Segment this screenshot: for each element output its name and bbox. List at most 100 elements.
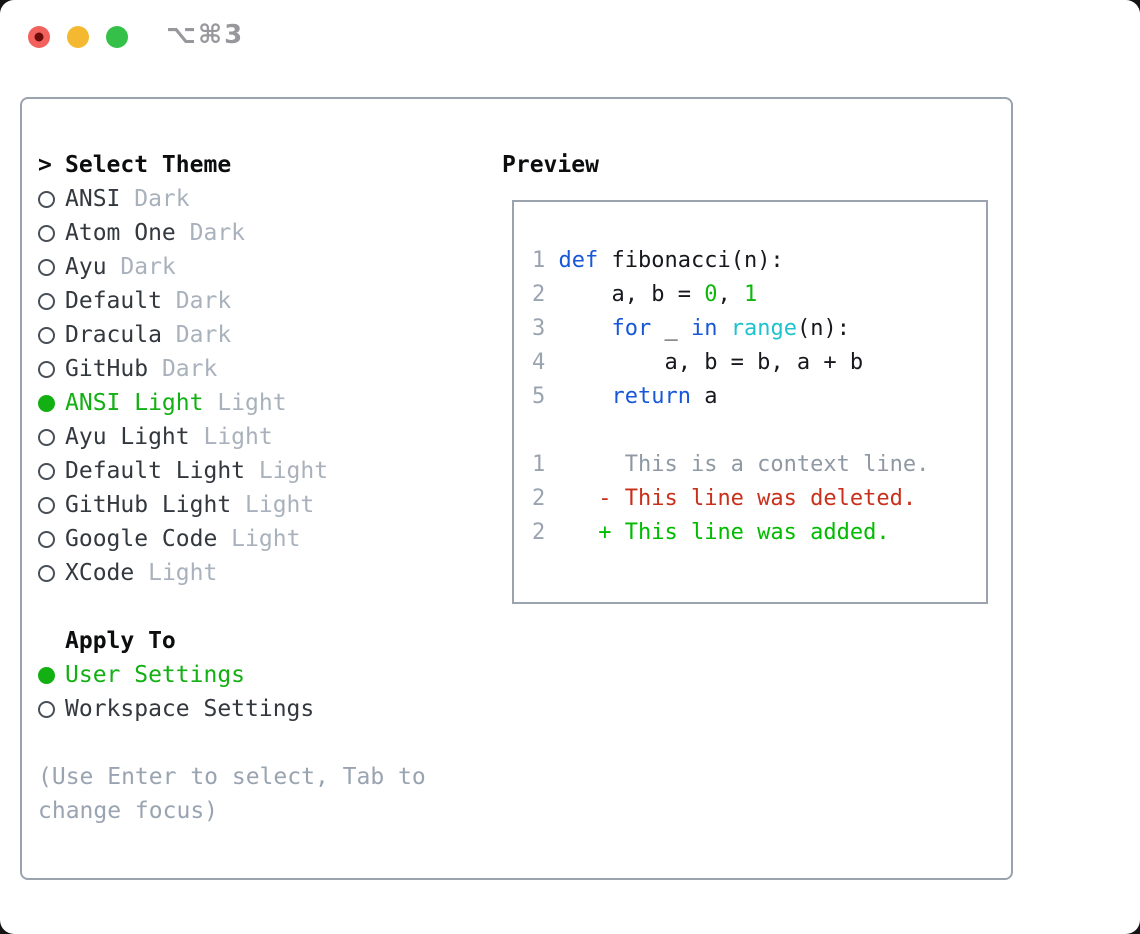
line-number: 1 [532,248,546,273]
apply-to-option[interactable]: Workspace Settings [38,692,426,726]
line-number: 4 [532,350,546,375]
code-line: 4 a, b = b, a + b [532,346,986,380]
code-line: 1 This is a context line. [532,448,986,482]
theme-option[interactable]: Default Dark [38,284,426,318]
code-token-ctx: This is a context line. [545,452,930,477]
radio-selected-icon [38,666,65,684]
radio-unselected-icon [38,360,65,378]
code-token-pl: a [690,384,718,409]
theme-option[interactable]: GitHub Dark [38,352,426,386]
radio-unselected-icon [38,292,65,310]
code-token-kw: in [690,316,718,341]
code-token-pl: fibonacci(n): [598,248,784,273]
code-token-pl: (n): [796,316,850,341]
code-token-pl [545,384,611,409]
code-token-pl: a, b = [545,282,705,307]
code-token-kw: for [611,316,652,341]
variant-badge: Light [134,560,218,586]
window-title: ⌥⌘3 [166,20,245,50]
code-token-pl [545,520,598,545]
radio-unselected-icon [38,564,65,582]
theme-option[interactable]: Ayu Light Light [38,420,426,454]
option-label: ANSI [65,186,121,212]
theme-option[interactable]: Default Light Light [38,454,426,488]
option-label: User Settings [65,662,246,688]
radio-selected-icon [38,394,65,412]
radio-unselected-icon [38,530,65,548]
select-theme-header-row: > Select Theme [38,148,426,182]
code-token-pl [545,316,611,341]
code-line: 3 for _ in range(n): [532,312,986,346]
apply-to-option[interactable]: User Settings [38,658,426,692]
traffic-lights [28,26,128,48]
theme-option[interactable]: Dracula Dark [38,318,426,352]
variant-badge: Light [203,390,287,416]
help-text-line: (Use Enter to select, Tab to [38,764,426,790]
line-number: 1 [532,452,546,477]
option-label: Default Light [65,458,246,484]
variant-badge: Dark [161,322,232,348]
code-line: 2 + This line was added. [532,516,986,550]
code-token-add: + This line was added. [598,520,890,545]
variant-badge: Dark [161,288,232,314]
preview-header: Preview [502,152,599,178]
option-label: XCode [65,560,135,586]
code-line: 2 - This line was deleted. [532,482,986,516]
theme-option[interactable]: GitHub Light Light [38,488,426,522]
code-token-pl: a, b = b, a + b [545,350,864,375]
variant-badge: Dark [148,356,218,382]
zoom-button[interactable] [106,26,128,48]
theme-option[interactable]: ANSI Dark [38,182,426,216]
spacer-row [38,726,426,760]
variant-badge: Dark [175,220,246,246]
line-number: 3 [532,316,546,341]
code-line: 5 return a [532,380,986,414]
option-label: GitHub [65,356,149,382]
code-token-pl [717,316,730,341]
variant-badge: Light [217,526,301,552]
code-token-kw: return [611,384,691,409]
theme-option[interactable]: XCode Light [38,556,426,590]
code-token-kw: def [558,248,599,273]
theme-option[interactable]: ANSI Light Light [38,386,426,420]
theme-option[interactable]: Ayu Dark [38,250,426,284]
option-label: Atom One [65,220,176,246]
variant-badge: Dark [120,186,190,212]
code-line: 2 a, b = 0, 1 [532,278,986,312]
option-label: ANSI Light [65,390,204,416]
line-number: 5 [532,384,546,409]
apply-to-header: Apply To [65,628,176,654]
code-line: 1 def fibonacci(n): [532,244,986,278]
radio-unselected-icon [38,190,65,208]
line-number: 2 [532,520,546,545]
option-label: Dracula [65,322,162,348]
option-label: Ayu [65,254,107,280]
option-label: Workspace Settings [65,696,315,722]
option-label: Ayu Light [65,424,190,450]
code-token-pl: , [717,282,744,307]
code-token-nu: 1 [743,282,758,307]
code-line [532,414,986,448]
theme-option[interactable]: Atom One Dark [38,216,426,250]
radio-unselected-icon [38,224,65,242]
code-token-pl [545,248,558,273]
radio-unselected-icon [38,326,65,344]
line-number: 2 [532,486,546,511]
variant-badge: Light [231,492,315,518]
option-label: Default [65,288,162,314]
radio-unselected-icon [38,428,65,446]
theme-option[interactable]: Google Code Light [38,522,426,556]
code-token-del: - This line was deleted. [598,486,917,511]
minimize-button[interactable] [67,26,89,48]
line-number: 2 [532,282,546,307]
code-token-pl: _ [651,316,691,341]
select-theme-header: Select Theme [65,152,232,178]
variant-badge: Dark [106,254,176,280]
close-dot-icon [34,32,44,42]
radio-unselected-icon [38,462,65,480]
variant-badge: Light [189,424,273,450]
close-button[interactable] [28,26,50,48]
